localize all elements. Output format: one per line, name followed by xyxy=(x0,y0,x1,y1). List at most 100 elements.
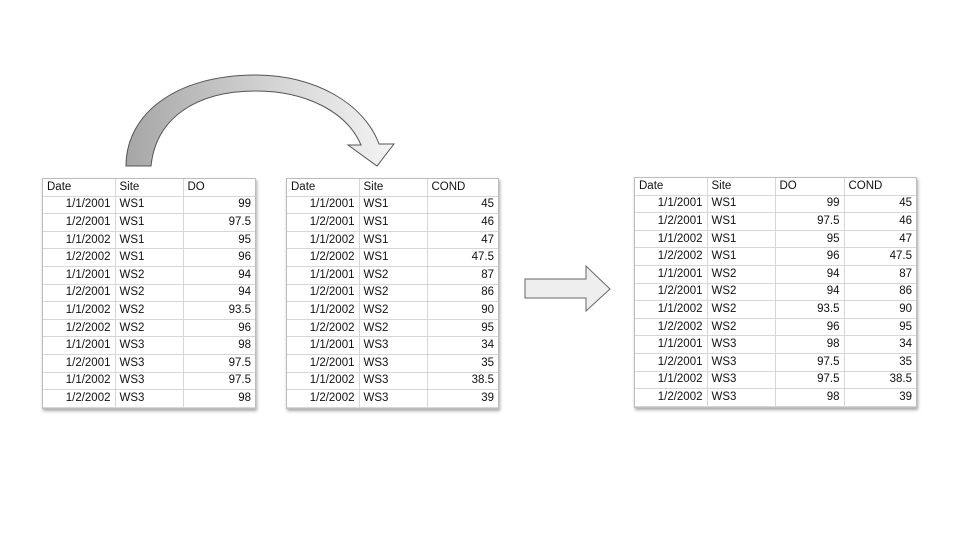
table-cell: 93.5 xyxy=(183,301,255,320)
column-header: Date xyxy=(43,179,116,197)
table-cell: WS2 xyxy=(115,319,184,338)
table-cell: 1/1/2002 xyxy=(287,301,360,320)
table-cell: 1/1/2001 xyxy=(287,266,360,285)
table-cell: 86 xyxy=(427,284,498,303)
table-cell: WS3 xyxy=(115,372,184,391)
column-header: Site xyxy=(115,179,184,197)
table-cell: 97.5 xyxy=(775,371,845,390)
table-cell: 46 xyxy=(427,213,498,232)
table-cell: 90 xyxy=(844,300,916,319)
table-cell: 94 xyxy=(775,283,845,302)
table-cell: WS3 xyxy=(359,336,428,355)
table-cell: 99 xyxy=(183,196,255,215)
table-cell: 35 xyxy=(427,354,498,373)
table-cell: WS3 xyxy=(707,388,776,407)
table-cell: 94 xyxy=(183,266,255,285)
table-cell: WS3 xyxy=(359,389,428,408)
table-cell: 1/1/2002 xyxy=(43,301,116,320)
table-cell: WS3 xyxy=(707,335,776,354)
column-header: Date xyxy=(635,178,708,196)
table-cell: WS2 xyxy=(707,300,776,319)
table-cell: WS1 xyxy=(115,196,184,215)
table-cell: 1/2/2002 xyxy=(635,247,708,266)
table-cell: WS2 xyxy=(359,319,428,338)
table-cell: 1/2/2001 xyxy=(287,213,360,232)
table-cell: 1/2/2002 xyxy=(43,389,116,408)
table-cell: 98 xyxy=(775,335,845,354)
column-header: DO xyxy=(775,178,845,196)
table-cell: WS1 xyxy=(359,196,428,215)
table-cell: WS3 xyxy=(115,354,184,373)
table-cell: WS1 xyxy=(707,212,776,231)
table-cell: 1/1/2002 xyxy=(287,372,360,391)
table-cell: 1/2/2001 xyxy=(287,284,360,303)
table-cell: 94 xyxy=(775,265,845,284)
table-cell: 45 xyxy=(844,195,916,214)
table-cell: WS2 xyxy=(707,265,776,284)
table-cell: 1/2/2002 xyxy=(287,319,360,338)
table-cell: 1/1/2001 xyxy=(287,196,360,215)
right-arrow-icon xyxy=(524,264,611,313)
table-cell: 38.5 xyxy=(844,371,916,390)
table-cell: 99 xyxy=(775,195,845,214)
table-cell: WS3 xyxy=(115,389,184,408)
table-cell: 96 xyxy=(775,247,845,266)
table-cell: 98 xyxy=(183,389,255,408)
column-header: Site xyxy=(359,179,428,197)
table-cell: 1/2/2002 xyxy=(287,248,360,267)
table-cell: 96 xyxy=(183,248,255,267)
column-header: Site xyxy=(707,178,776,196)
table-cell: 1/1/2002 xyxy=(635,371,708,390)
table-cell: 38.5 xyxy=(427,372,498,391)
table-cell: WS2 xyxy=(359,284,428,303)
table-cell: WS2 xyxy=(707,283,776,302)
table-cell: 97.5 xyxy=(183,354,255,373)
table-cell: 1/2/2002 xyxy=(635,318,708,337)
table-cell: 1/1/2001 xyxy=(287,336,360,355)
table-cell: 97.5 xyxy=(183,213,255,232)
table-cell: WS1 xyxy=(359,231,428,250)
table-cell: WS3 xyxy=(707,371,776,390)
table-cell: 34 xyxy=(844,335,916,354)
table-cell: 96 xyxy=(183,319,255,338)
table-cell: 1/2/2001 xyxy=(287,354,360,373)
table-cell: 97.5 xyxy=(775,353,845,372)
table-cell: 90 xyxy=(427,301,498,320)
table-cell: WS2 xyxy=(115,266,184,285)
table-cell: WS1 xyxy=(359,248,428,267)
table-cell: 47.5 xyxy=(844,247,916,266)
curved-arrow-icon xyxy=(125,74,396,167)
column-header: Date xyxy=(287,179,360,197)
table-cell: WS1 xyxy=(115,213,184,232)
table-cell: 1/2/2002 xyxy=(43,248,116,267)
table-cell: 1/2/2001 xyxy=(43,354,116,373)
table-cell: 93.5 xyxy=(775,300,845,319)
table-cell: 1/2/2002 xyxy=(287,389,360,408)
table-cell: 95 xyxy=(844,318,916,337)
